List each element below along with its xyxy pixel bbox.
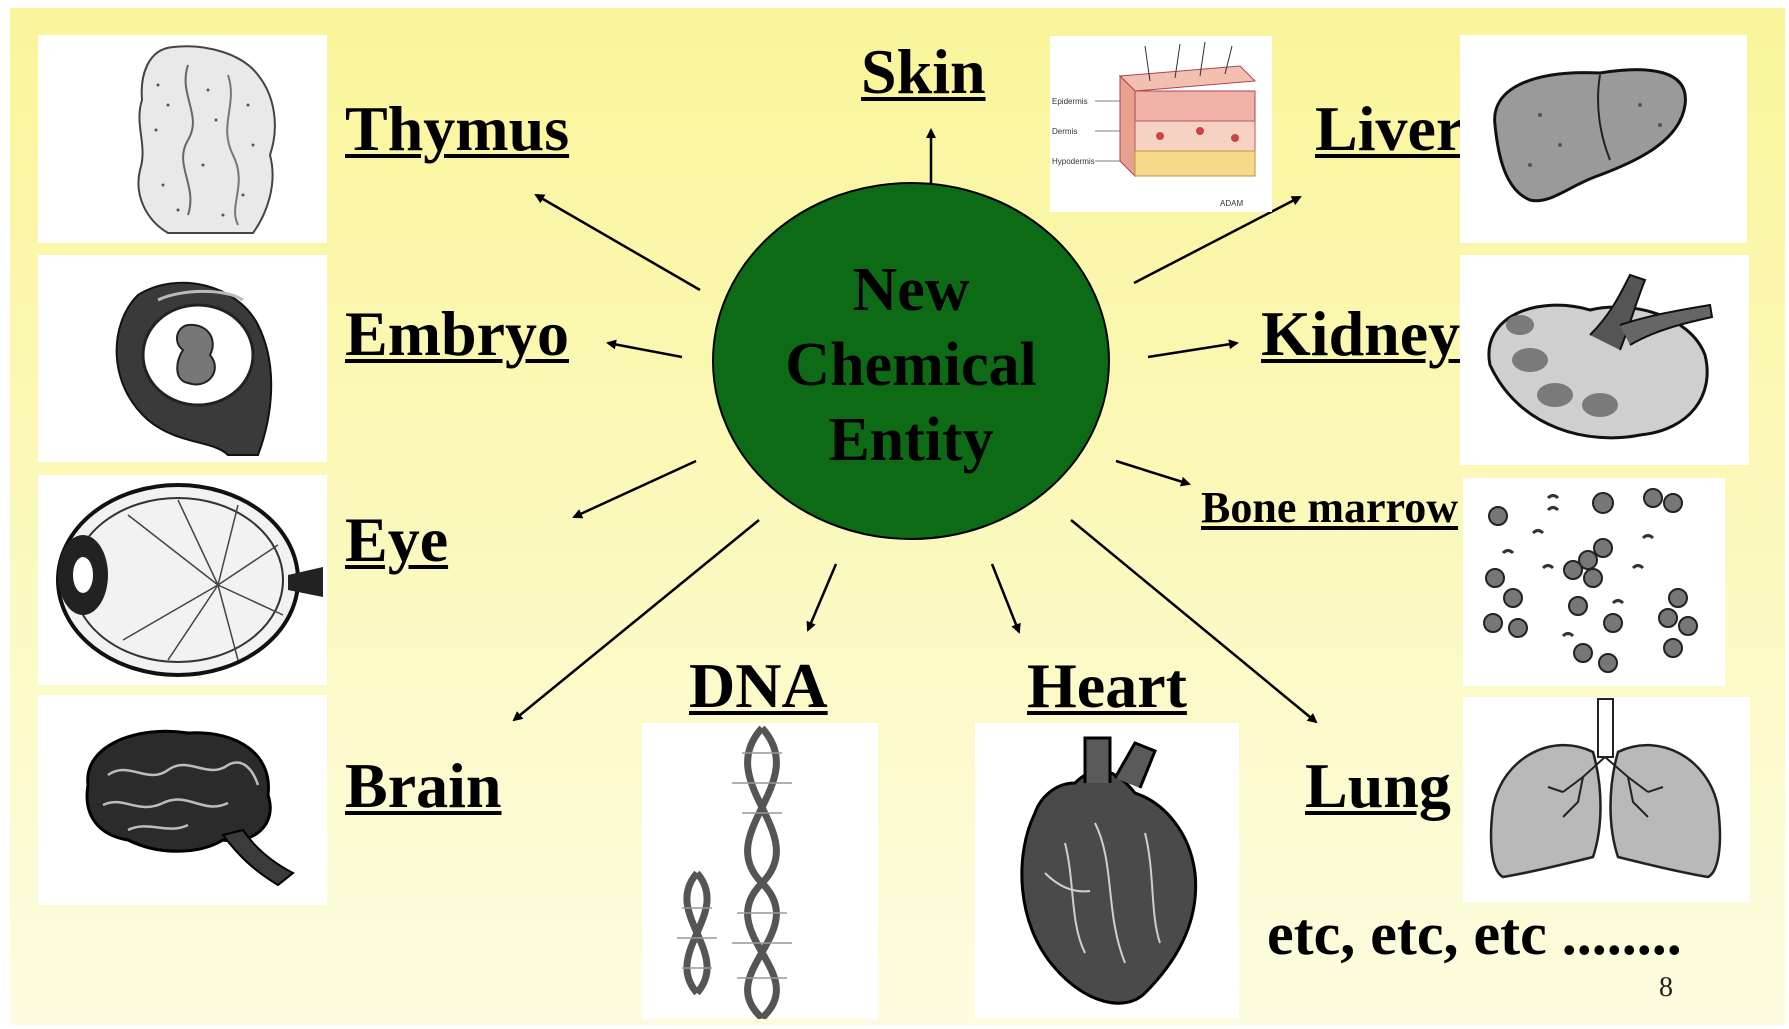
label-thymus: Thymus bbox=[345, 97, 569, 161]
label-skin: Skin bbox=[861, 40, 986, 104]
thymus-icon bbox=[38, 35, 327, 243]
center-label: New Chemical Entity bbox=[711, 253, 1111, 478]
label-brain: Brain bbox=[345, 754, 501, 818]
eye-icon bbox=[38, 475, 327, 685]
label-bone-marrow: Bone marrow bbox=[1201, 486, 1458, 530]
skin-layer-epidermis: Epidermis bbox=[1052, 97, 1088, 106]
center-line-1: New bbox=[711, 253, 1111, 328]
center-line-3: Entity bbox=[711, 403, 1111, 478]
skin-layer-hypodermis: Hypodermis bbox=[1052, 157, 1095, 166]
label-liver: Liver bbox=[1315, 97, 1464, 161]
label-heart: Heart bbox=[1027, 654, 1187, 718]
label-eye: Eye bbox=[345, 508, 448, 572]
liver-icon bbox=[1460, 35, 1747, 243]
etc-text: etc, etc, etc ........ bbox=[1267, 900, 1682, 969]
brain-icon bbox=[38, 695, 327, 905]
kidney-icon bbox=[1460, 255, 1749, 465]
dna-icon bbox=[642, 723, 878, 1019]
skin-credit: ADAM bbox=[1220, 199, 1243, 208]
heart-icon bbox=[975, 723, 1239, 1019]
label-dna: DNA bbox=[689, 654, 828, 718]
embryo-icon bbox=[38, 255, 327, 462]
label-kidney: Kidney bbox=[1261, 302, 1460, 366]
lung-icon bbox=[1463, 697, 1750, 902]
skin-icon: Epidermis Dermis Hypodermis ADAM bbox=[1050, 36, 1272, 212]
bone-marrow-icon bbox=[1463, 478, 1725, 686]
page-number: 8 bbox=[1659, 972, 1673, 1004]
skin-layer-dermis: Dermis bbox=[1052, 127, 1077, 136]
label-embryo: Embryo bbox=[345, 302, 569, 366]
center-line-2: Chemical bbox=[711, 328, 1111, 403]
label-lung: Lung bbox=[1305, 754, 1451, 818]
